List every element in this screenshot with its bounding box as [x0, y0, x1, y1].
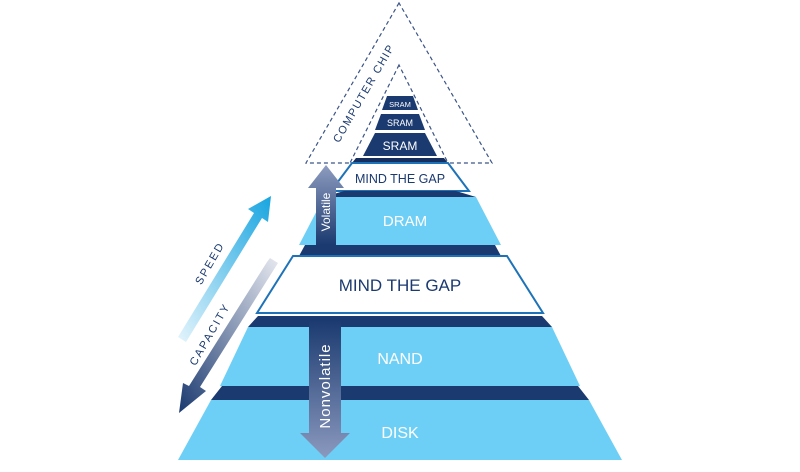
- nonvolatile-arrow: Nonvolatile: [300, 320, 350, 458]
- disk-top-face: [211, 386, 589, 400]
- chip-outer-triangle: [304, 1, 494, 164]
- nand-label: NAND: [377, 351, 422, 368]
- capacity-arrow-shape: [179, 258, 278, 413]
- gap-large-layer: MIND THE GAP: [255, 245, 545, 314]
- dram-face: [299, 197, 501, 245]
- sram-layer-bottom: [363, 133, 437, 156]
- gap-large-top-face: [299, 245, 501, 256]
- disk-label: DISK: [381, 425, 419, 442]
- sram-mid-label: SRAM: [387, 118, 413, 128]
- gap-small-layer: MIND THE GAP: [329, 158, 471, 192]
- gap-large-label: MIND THE GAP: [339, 276, 461, 295]
- disk-face: [178, 400, 622, 460]
- gap-small-top-face: [352, 158, 448, 163]
- speed-arrow-shape: [178, 196, 271, 342]
- nonvolatile-arrow-shape: [300, 320, 350, 458]
- dram-layer: DRAM: [299, 191, 501, 245]
- sram-layer-top: [382, 96, 418, 110]
- volatile-arrow-shape: [308, 165, 344, 245]
- nand-layer: NAND: [220, 316, 580, 386]
- nonvolatile-label: Nonvolatile: [317, 343, 334, 428]
- sram-layer-middle: [375, 114, 425, 130]
- chip-inner-triangle: [349, 63, 449, 164]
- gap-small-label: MIND THE GAP: [355, 172, 445, 186]
- dram-label: DRAM: [383, 213, 427, 230]
- gap-large-box: [255, 255, 545, 314]
- nand-top-face: [248, 316, 552, 327]
- sram-bottom-label: SRAM: [383, 139, 418, 153]
- dram-top-face: [324, 191, 476, 197]
- volatile-label: Volatile: [319, 192, 333, 231]
- disk-layer: DISK: [178, 386, 622, 460]
- sram-stack: SRAM SRAM SRAM: [363, 96, 437, 156]
- volatile-arrow: Volatile: [308, 165, 344, 245]
- sram-top-label: SRAM: [389, 100, 411, 109]
